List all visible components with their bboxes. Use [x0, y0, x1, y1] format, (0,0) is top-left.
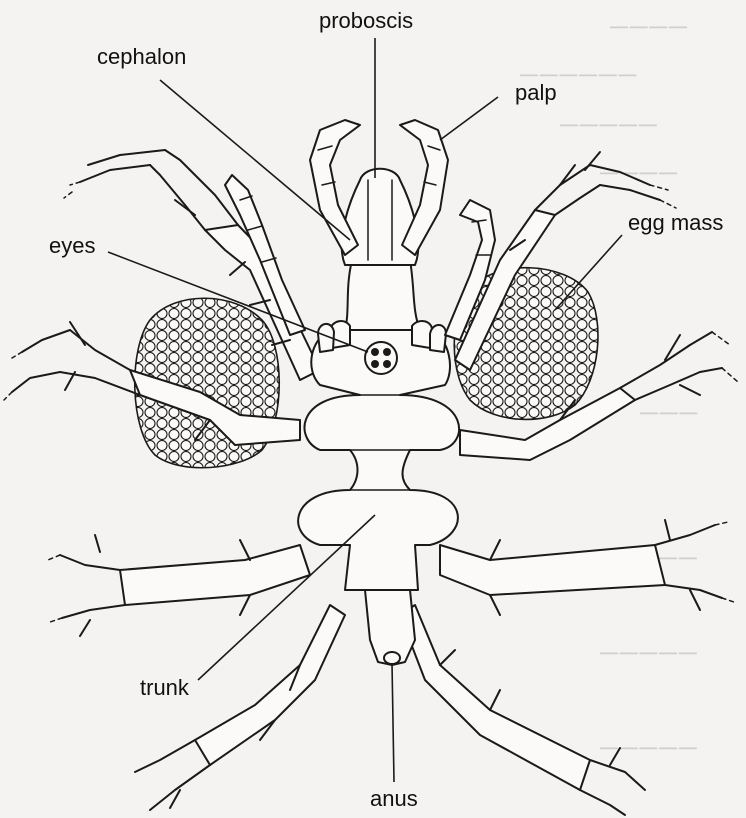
label-anus: anus	[370, 786, 418, 812]
abdomen	[365, 590, 415, 665]
leg-fourth-left	[135, 605, 345, 810]
eye-tubercle	[365, 342, 397, 374]
proboscis-body	[342, 169, 419, 265]
label-proboscis: proboscis	[319, 8, 413, 34]
leader-palp	[440, 97, 498, 140]
leg-fourth-right	[400, 605, 645, 815]
label-palp: palp	[515, 80, 557, 106]
label-eyes: eyes	[49, 233, 95, 259]
palp-left	[310, 120, 360, 255]
leg-third-right	[440, 520, 734, 615]
leg-third-left	[48, 535, 310, 636]
label-egg-mass: egg mass	[628, 210, 723, 236]
label-trunk: trunk	[140, 675, 189, 701]
label-cephalon: cephalon	[97, 44, 186, 70]
leader-anus	[392, 663, 394, 782]
